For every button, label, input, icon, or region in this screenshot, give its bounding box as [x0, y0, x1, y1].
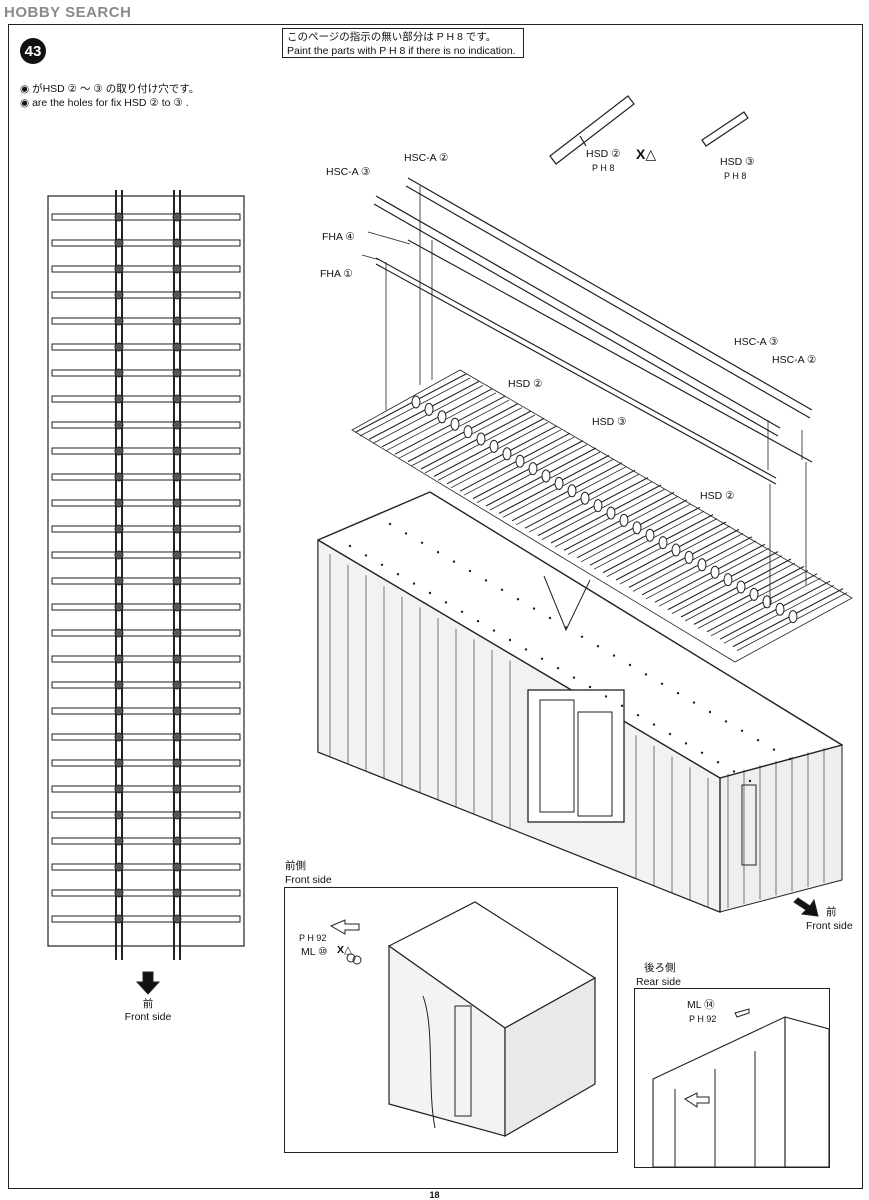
rear-inset-title-jp: 後ろ側 [644, 962, 676, 974]
holes-note: ◉ がHSD ② 〜 ③ の取り付け穴です。 ◉ are the holes f… [20, 82, 199, 110]
label-hsd2-right: HSD ② [700, 490, 735, 502]
front-side-left-jp: 前 [142, 998, 154, 1010]
label-fha1: FHA ① [320, 268, 353, 280]
label-hsd3-mid: HSD ③ [592, 416, 627, 428]
label-hsd2-mid: HSD ② [508, 378, 543, 390]
x-mark-icon-front: X△ [337, 944, 353, 956]
rear-side-inset: ML ⑭ P H 92 [634, 988, 830, 1168]
chassis-plan-drawing [47, 190, 245, 960]
front-inset-title-en: Front side [285, 874, 332, 886]
container-body-drawing [317, 491, 844, 913]
long-rails-drawing [373, 177, 813, 485]
label-hsca2: HSC-A ② [404, 152, 449, 164]
paint-note-box: このページの指示の無い部分は P H 8 です。 Paint the parts… [282, 28, 524, 58]
front-side-left-en: Front side [124, 1011, 172, 1023]
holes-note-jp: ◉ がHSD ② 〜 ③ の取り付け穴です。 [20, 83, 200, 95]
rear-inset-title-en: Rear side [636, 976, 681, 988]
label-fha4: FHA ④ [322, 231, 355, 243]
x-mark-icon: X△ [636, 146, 657, 162]
label-hsca3-right: HSC-A ③ [734, 336, 779, 348]
step-number-badge: 43 [20, 38, 46, 64]
roof-slats-drawing [355, 373, 848, 651]
front-side-right-jp: 前 [826, 906, 837, 918]
paint-note-jp: このページの指示の無い部分は P H 8 です。 [287, 31, 497, 43]
front-arrow-left [135, 971, 161, 995]
front-inset-part: ML ⑩ [301, 946, 328, 958]
paint-note-en: Paint the parts with P H 8 if there is n… [287, 45, 516, 57]
label-hsd3-top: HSD ③ [720, 156, 755, 168]
front-inset-title-jp: 前側 [285, 860, 306, 872]
front-side-inset: P H 92 ML ⑩ X△ [284, 887, 618, 1153]
label-hsca2-right: HSC-A ② [772, 354, 817, 366]
page-number: 18 [429, 1190, 440, 1200]
label-hsd3-top-paint: P H 8 [724, 171, 747, 181]
holes-note-en: ◉ are the holes for fix HSD ② to ③ . [20, 97, 189, 109]
front-arrow-right [793, 897, 819, 917]
label-hsd2-top-paint: P H 8 [592, 163, 615, 173]
front-inset-paint: P H 92 [299, 933, 327, 943]
page-frame [8, 24, 863, 1189]
top-small-parts-drawing [549, 95, 749, 165]
rear-inset-paint: P H 92 [689, 1014, 717, 1024]
rear-inset-part: ML ⑭ [687, 999, 715, 1011]
watermark: HOBBY SEARCH [4, 4, 132, 21]
label-hsd2-top: HSD ② [586, 148, 621, 160]
label-hsca3: HSC-A ③ [326, 166, 371, 178]
front-side-right-en: Front side [806, 920, 853, 932]
